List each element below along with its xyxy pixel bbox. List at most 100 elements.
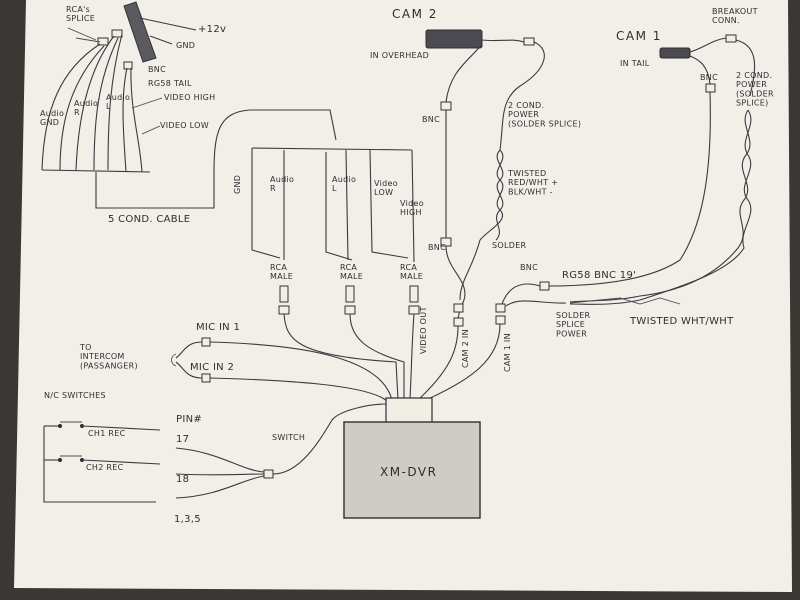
breakout-section: [251, 147, 420, 401]
cam1-coax-to-dvr: [501, 283, 541, 305]
video-low-branch: [369, 149, 409, 259]
sw1-terminal-a: [58, 424, 62, 428]
intercom-bracket: [171, 353, 177, 367]
label-bnc-cam2: BNC: [422, 115, 440, 124]
arrow-video-low: [141, 125, 161, 135]
sw2-terminal-a: [58, 458, 62, 462]
cam2-in-lead: [417, 325, 459, 401]
cam1-bnc-connector: [705, 83, 716, 93]
mic-section: [171, 337, 393, 403]
label-mic-in-1: MIC IN 1: [196, 322, 240, 333]
label-in-tail: IN TAIL: [620, 59, 650, 68]
label-ch2-rec: CH2 REC: [86, 463, 124, 472]
five-cond-cable-route: [95, 109, 337, 209]
rca-plug-2: [344, 305, 356, 315]
label-ch1-rec: CH1 REC: [88, 429, 126, 438]
pin135-wire: [175, 475, 265, 499]
label-gnd-top: GND: [176, 41, 195, 50]
wire-video-low: [130, 67, 143, 173]
gnd-branch: [251, 148, 281, 259]
harness-wire-3: [409, 313, 415, 401]
cam1-power-wire: [735, 39, 756, 97]
label-pin-17: 17: [176, 434, 189, 445]
cam2-power-to-dvr: [459, 239, 481, 301]
cam1-in-lead: [425, 323, 501, 401]
mic-in-2-lead: [175, 361, 203, 379]
sw2-right: [81, 459, 161, 465]
xm-dvr-box: [343, 421, 481, 519]
label-pin-18: 18: [176, 474, 189, 485]
label-bnc-right: BNC: [520, 263, 538, 272]
label-in-overhead: IN OVERHEAD: [370, 51, 429, 60]
switch-ground-rail: [43, 426, 156, 503]
label-cam1: CAM 1: [616, 29, 662, 43]
switch-section: [43, 403, 387, 503]
cam1-in-connector-2: [495, 315, 506, 325]
wire-audio-gnd: [41, 43, 101, 171]
cam1-tail-wire: [689, 37, 727, 53]
arrow-splice-2: [75, 37, 101, 43]
tail-section: [41, 1, 337, 209]
cam1-body: [659, 47, 691, 59]
tail-bar: [123, 1, 157, 63]
cam1-in-connector: [495, 303, 506, 313]
rca-male-connector-3: [409, 285, 419, 303]
cable-collector: [41, 169, 151, 173]
paper-sheet: [14, 0, 792, 592]
label-switch: SWITCH: [272, 433, 305, 442]
wire-audio-gnd-b: [59, 45, 105, 171]
cam2-power-wire: [499, 41, 545, 151]
mic-in-1-wire: [209, 341, 393, 401]
cam2-bnc-connector: [440, 101, 452, 111]
dvr-connector-block: [385, 397, 433, 425]
wire-audio-r-b: [93, 37, 119, 171]
bnc-tail-connector: [123, 61, 133, 70]
label-rg58-tail: RG58 TAIL: [148, 79, 192, 88]
cam2-section: [417, 29, 545, 401]
label-bnc-mid: BNC: [428, 243, 446, 252]
label-video-out: VIDEO OUT: [419, 306, 428, 354]
wire-gnd: [149, 35, 173, 45]
sw1-right: [81, 425, 161, 431]
label-rg58-bnc: RG58 BNC 19': [562, 270, 636, 281]
cam2-in-connector-2: [453, 317, 464, 327]
wire-audio-r: [75, 35, 115, 171]
breakout-top-line: [251, 147, 413, 151]
cam1-video-wire: [689, 55, 711, 85]
label-pin-135: 1,3,5: [174, 514, 201, 525]
label-mic-in-2: MIC IN 2: [190, 362, 234, 373]
cam2-power-connector: [523, 37, 535, 46]
dvr-section: [343, 397, 481, 519]
label-video-low-left: VIDEO LOW: [160, 121, 209, 130]
harness-wire-2: [349, 313, 405, 400]
audio-l-branch: [345, 149, 349, 261]
label-five-cond-cable: 5 COND. CABLE: [108, 214, 190, 225]
cam2-body: [425, 29, 483, 49]
mic-in-2-connector: [201, 373, 211, 383]
rca-male-connector-2: [345, 285, 355, 303]
label-bnc-left: BNC: [148, 65, 166, 74]
wire-audio-l: [107, 33, 123, 171]
cam2-video-wire: [445, 43, 483, 103]
mic-in-1-connector: [201, 337, 211, 347]
breakout-connector: [725, 34, 737, 43]
pin17-wire: [175, 447, 265, 473]
cam1-section: [425, 34, 756, 401]
rca-plug-1: [278, 305, 290, 315]
label-cam2-power: 2 COND.POWER(SOLDER SPLICE): [508, 101, 581, 128]
twisted-pair-b: [479, 149, 504, 241]
rg58-end-connector: [539, 281, 550, 291]
mic-in-2-wire: [209, 377, 389, 403]
arrow-splice-1: [67, 27, 97, 41]
switch-to-dvr: [272, 403, 387, 475]
mic-in-1-lead: [175, 341, 203, 359]
twisted-wht-braid: [569, 297, 681, 305]
